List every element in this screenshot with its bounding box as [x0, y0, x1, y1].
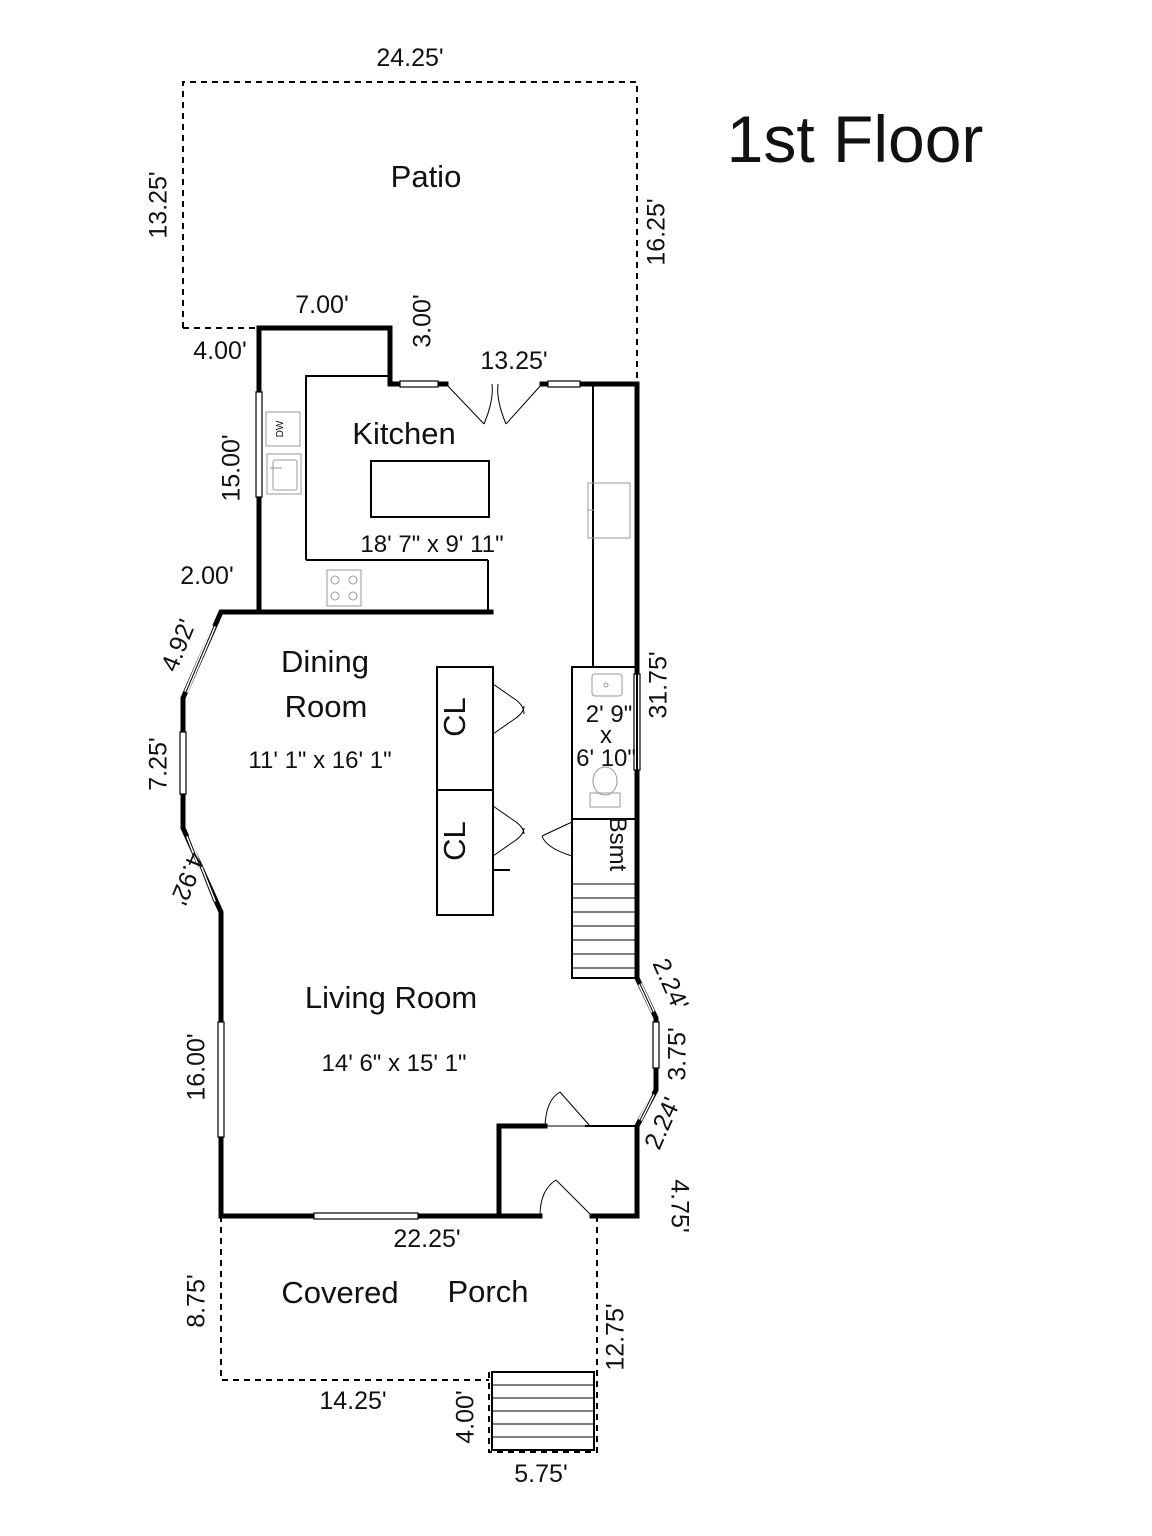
dim-porch-left: 8.75' — [183, 1274, 211, 1327]
dim-front-wall: 22.25' — [393, 1225, 460, 1253]
basement-label: Bsmt — [604, 817, 631, 872]
dim-bump-right: 3.00' — [409, 294, 437, 347]
dim-porch-bottom: 14.25' — [319, 1387, 386, 1415]
dim-bump-left: 4.00' — [193, 337, 246, 365]
dim-kitchen-left: 15.00' — [218, 434, 246, 501]
closets — [436, 666, 525, 916]
room-patio: Patio — [391, 159, 462, 194]
dim-right-wall: 31.75' — [645, 651, 673, 718]
floor-title: 1st Floor — [727, 102, 984, 176]
dim-right-bay-upper: 2.24' — [647, 954, 694, 1014]
bath-width: 2' 9" — [586, 701, 632, 728]
dim-bay-lower: 4.92' — [164, 849, 210, 909]
room-porch-word1: Covered — [281, 1275, 398, 1310]
entry-doors — [539, 1091, 593, 1217]
windows — [179, 380, 660, 1220]
living-size: 14' 6" x 15' 1" — [322, 1050, 467, 1077]
kitchen-patio-door — [445, 383, 543, 425]
room-porch-word2: Porch — [448, 1274, 529, 1309]
basement-stairs — [541, 818, 638, 979]
dim-porch-right: 12.75' — [602, 1303, 630, 1370]
sink-icon — [587, 482, 631, 539]
room-living: Living Room — [305, 980, 477, 1015]
kitchen-counters: DW — [265, 375, 631, 667]
room-dining-line1: Dining — [281, 644, 369, 679]
sink-icon — [266, 453, 302, 495]
toilet-icon — [589, 766, 621, 808]
bath-x: x — [600, 722, 612, 749]
patio-outline — [182, 81, 638, 384]
dim-patio-left: 13.25' — [145, 171, 173, 238]
dim-patio-top: 24.25' — [376, 44, 443, 72]
dim-right-bay-mid: 3.75' — [664, 1027, 692, 1080]
dim-right-bay-lower: 2.24' — [639, 1093, 686, 1153]
dim-step-in: 2.00' — [180, 562, 233, 590]
dim-bay-mid: 7.25' — [145, 737, 173, 790]
dining-size: 11' 1" x 16' 1" — [248, 747, 391, 774]
sink-icon — [591, 673, 623, 697]
closet-label-upper: CL — [437, 697, 472, 737]
dishwasher — [265, 411, 301, 447]
dim-kitchen-door: 13.25' — [480, 347, 547, 375]
dim-patio-right: 16.25' — [643, 198, 671, 265]
dim-entry-right: 4.75' — [665, 1179, 693, 1232]
stove-icon — [326, 569, 362, 607]
porch-steps — [491, 1371, 595, 1451]
porch-outline — [220, 1216, 489, 1381]
bath-height: 6' 10" — [576, 745, 636, 772]
dim-bump-top: 7.00' — [295, 291, 348, 319]
dishwasher-label: DW — [275, 420, 286, 437]
closet-label-lower: CL — [437, 821, 472, 861]
dim-steps-left: 4.00' — [452, 1390, 480, 1443]
room-dining-line2: Room — [285, 689, 368, 724]
room-kitchen: Kitchen — [352, 416, 455, 451]
kitchen-island — [370, 460, 490, 518]
kitchen-size: 18' 7" x 9' 11" — [360, 531, 503, 558]
dim-steps-bottom: 5.75' — [514, 1460, 567, 1488]
dim-living-left: 16.00' — [183, 1033, 211, 1100]
